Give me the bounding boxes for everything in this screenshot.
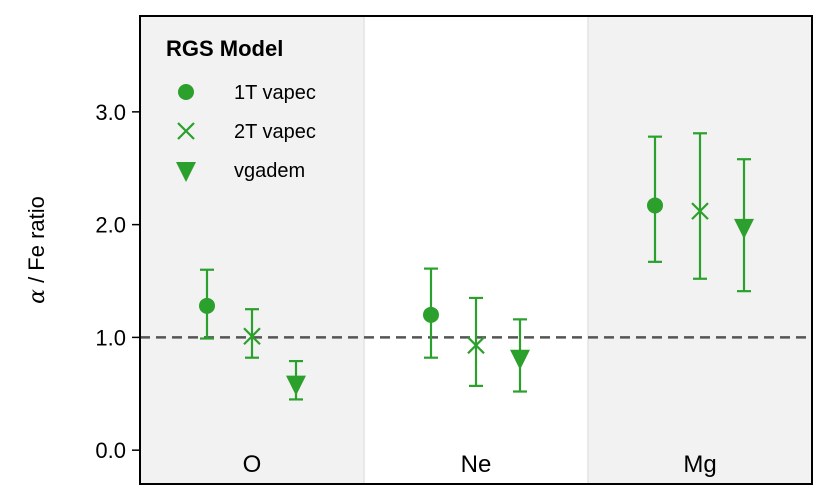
marker	[286, 375, 306, 396]
point-x-o	[243, 308, 261, 359]
point-triangle-down-mg	[734, 158, 754, 293]
y-tick-label: 1.0	[95, 325, 126, 350]
y-tick-label: 3.0	[95, 100, 126, 125]
data-marks	[199, 132, 754, 401]
point-triangle-down-ne	[510, 318, 530, 393]
point-circle-ne	[423, 267, 439, 359]
legend: RGS Model 1T vapec 2T vapec vgadem	[166, 36, 316, 182]
y-axis-title-symbol: α	[25, 289, 50, 304]
category-label-mg: Mg	[683, 451, 716, 478]
marker	[423, 306, 439, 323]
marker	[243, 327, 261, 346]
y-axis-title: α / Fe ratio	[24, 196, 50, 304]
y-axis-title-text: / Fe ratio	[24, 196, 49, 289]
point-triangle-down-o	[286, 359, 306, 401]
point-x-mg	[691, 132, 709, 280]
point-circle-mg	[647, 135, 663, 263]
marker	[691, 202, 709, 220]
category-labels: O Ne Mg	[243, 451, 717, 478]
legend-label: vgadem	[234, 160, 305, 182]
point-circle-o	[199, 268, 215, 340]
band-o	[140, 16, 364, 484]
marker	[199, 297, 215, 314]
band-ne	[364, 16, 588, 484]
y-tick-label: 2.0	[95, 213, 126, 238]
marker	[467, 336, 485, 355]
legend-marker-circle	[178, 84, 194, 100]
y-axis: 0.0 1.0 2.0 3.0	[95, 100, 140, 463]
legend-label: 1T vapec	[234, 82, 316, 104]
legend-marker-triangle-down	[176, 162, 196, 182]
legend-title: RGS Model	[166, 36, 283, 61]
marker	[510, 349, 530, 370]
legend-marker-x	[177, 122, 195, 140]
plot-frame	[139, 15, 813, 485]
category-label-ne: Ne	[461, 451, 492, 478]
point-x-ne	[467, 296, 485, 387]
y-tick-label: 0.0	[95, 438, 126, 463]
category-label-o: O	[243, 451, 262, 478]
marker	[647, 197, 663, 214]
legend-label: 2T vapec	[234, 121, 316, 143]
marker	[734, 218, 754, 239]
